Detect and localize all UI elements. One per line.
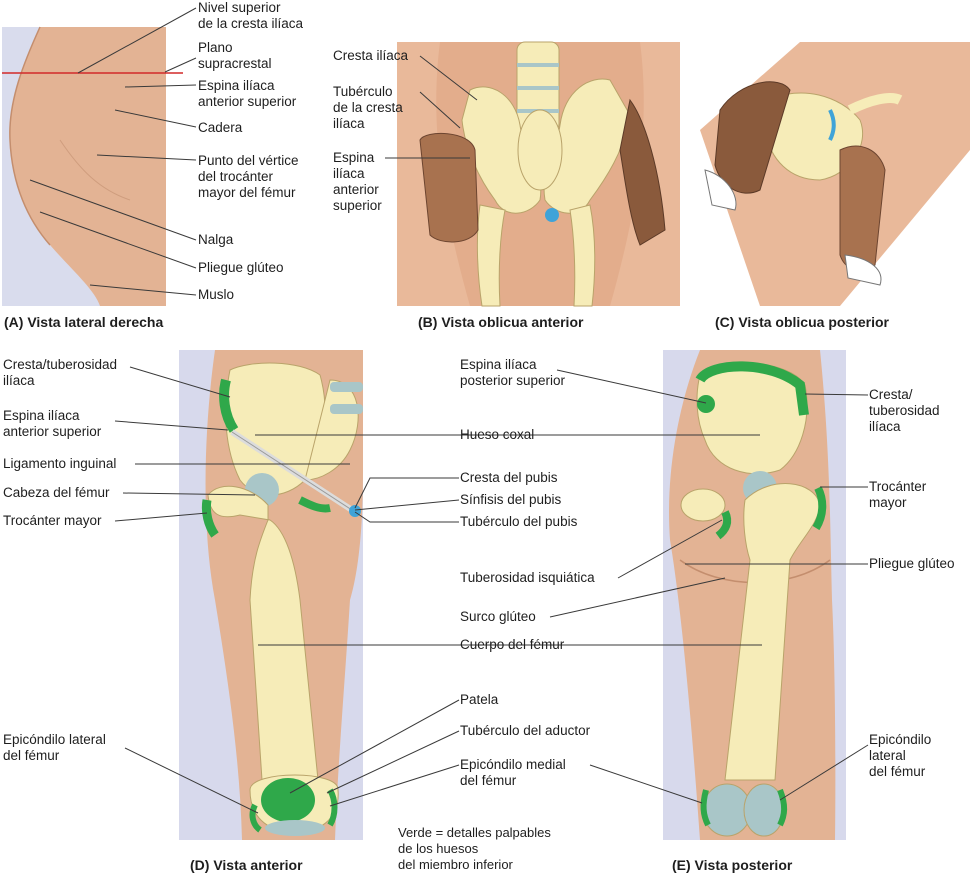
label-espina-iliaca-anterior-superior-d: Espina ilíaca anterior superior	[3, 408, 102, 439]
label-nalga: Nalga	[198, 232, 234, 247]
label-nivel-superior-cresta-iliaca: Nivel superior de la cresta ilíaca	[198, 0, 304, 31]
panel-e-illustration	[663, 350, 846, 840]
label-tuberculo-del-aductor: Tubérculo del aductor	[460, 723, 591, 738]
label-sinfisis-del-pubis: Sínfisis del pubis	[460, 492, 562, 507]
label-tuberosidad-isquiatica: Tuberosidad isquiática	[460, 570, 595, 585]
label-epicondilo-lateral-d: Epicóndilo lateral del fémur	[3, 732, 106, 763]
label-espina-iliaca-posterior-superior: Espina ilíaca posterior superior	[460, 357, 566, 388]
label-cresta-tuberosidad-iliaca-d: Cresta/tuberosidad ilíaca	[3, 357, 118, 388]
label-cadera: Cadera	[198, 120, 243, 135]
label-cresta-iliaca-b: Cresta ilíaca	[333, 48, 409, 63]
label-epicondilo-lateral-e: Epicóndilo lateral del fémur	[869, 732, 932, 779]
label-cabeza-del-femur: Cabeza del fémur	[3, 485, 110, 500]
panel-a-illustration	[2, 26, 183, 306]
label-trocanter-mayor-e: Trocánter mayor	[869, 479, 927, 510]
panel-b-illustration	[397, 41, 680, 307]
legend-verde: Verde = detalles palpables de los huesos…	[398, 825, 551, 872]
caption-panel-d: (D) Vista anterior	[190, 857, 303, 873]
label-pliegue-gluteo-e: Pliegue glúteo	[869, 556, 955, 571]
label-cresta-del-pubis: Cresta del pubis	[460, 470, 558, 485]
label-espina-iliaca-anterior-superior-a: Espina ilíaca anterior superior	[198, 78, 297, 109]
label-pliegue-gluteo-a: Pliegue glúteo	[198, 260, 284, 275]
caption-panel-e: (E) Vista posterior	[672, 857, 793, 873]
caption-panel-b: (B) Vista oblicua anterior	[418, 314, 584, 330]
label-surco-gluteo: Surco glúteo	[460, 609, 536, 624]
label-tuberculo-cresta-iliaca: Tubérculo de la cresta ilíaca	[333, 84, 403, 131]
label-punto-vertice-trocanter: Punto del vértice del trocánter mayor de…	[198, 153, 299, 200]
label-plano-supracrestal: Plano supracrestal	[198, 40, 272, 71]
label-cuerpo-del-femur: Cuerpo del fémur	[460, 637, 565, 652]
label-cresta-tuberosidad-iliaca-e: Cresta/ tuberosidad ilíaca	[869, 387, 940, 434]
caption-panel-a: (A) Vista lateral derecha	[4, 314, 164, 330]
label-trocanter-mayor-d: Trocánter mayor	[3, 513, 102, 528]
label-tuberculo-del-pubis: Tubérculo del pubis	[460, 514, 578, 529]
leader-lines	[29, 7, 869, 814]
label-hueso-coxal: Hueso coxal	[460, 427, 535, 442]
label-epicondilo-medial: Epicóndilo medial del fémur	[460, 757, 566, 788]
caption-panel-c: (C) Vista oblicua posterior	[715, 314, 889, 330]
panel-c-illustration	[700, 42, 970, 306]
label-ligamento-inguinal: Ligamento inguinal	[3, 456, 117, 471]
label-muslo: Muslo	[198, 287, 235, 302]
label-espina-iliaca-anterior-superior-b: Espina ilíaca anterior superior	[333, 150, 382, 213]
panel-d-illustration	[179, 350, 363, 840]
label-patela: Patela	[460, 692, 499, 707]
